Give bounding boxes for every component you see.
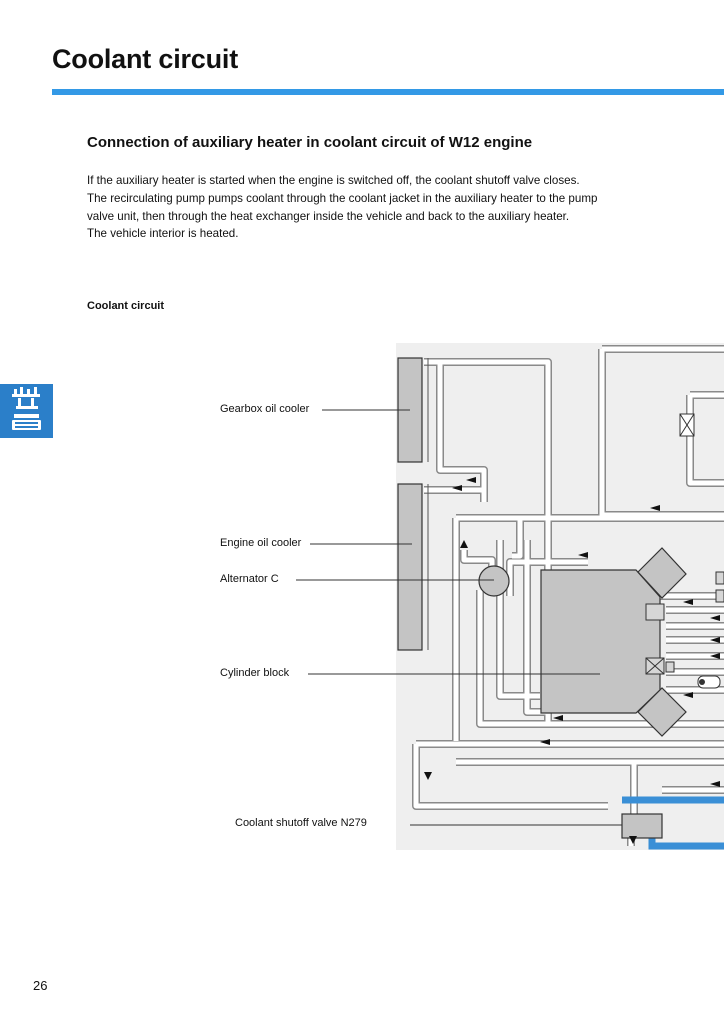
cylinder-block <box>540 569 661 714</box>
label-alternator: Alternator C <box>220 573 279 585</box>
label-cylinder-block: Cylinder block <box>220 667 290 679</box>
body-line: The recirculating pump pumps coolant thr… <box>87 191 598 205</box>
label-gearbox-oil-cooler: Gearbox oil cooler <box>220 403 310 415</box>
body-paragraph: If the auxiliary heater is started when … <box>87 172 707 243</box>
engine-oil-cooler <box>397 483 423 651</box>
label-coolant-shutoff-valve: Coolant shutoff valve N279 <box>235 817 367 829</box>
body-line: valve unit, then through the heat exchan… <box>87 209 570 223</box>
body-line: If the auxiliary heater is started when … <box>87 174 580 187</box>
body-line: The vehicle interior is heated. <box>87 227 239 241</box>
flow-arrows <box>424 477 720 844</box>
coolant-shutoff-valve <box>621 813 663 839</box>
page-title: Coolant circuit <box>52 44 239 74</box>
page-number: 26 <box>33 978 48 993</box>
alternator <box>478 565 510 597</box>
figure-caption: Coolant circuit <box>87 300 165 312</box>
chapter-tab <box>0 384 53 438</box>
coolant-pipes <box>412 345 724 846</box>
title-divider <box>52 89 724 95</box>
section-heading: Connection of auxiliary heater in coolan… <box>87 134 533 151</box>
engine-icon <box>12 387 41 430</box>
cylinder-head-lower <box>637 687 687 737</box>
pump-symbol <box>697 675 721 689</box>
label-engine-oil-cooler: Engine oil cooler <box>220 537 302 549</box>
callout-leaders <box>296 409 622 826</box>
cylinder-head-upper <box>637 547 687 599</box>
sensor-fitting <box>645 603 665 621</box>
